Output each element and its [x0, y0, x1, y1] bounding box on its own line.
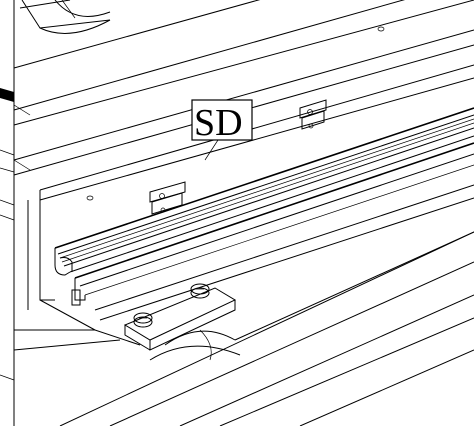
carriage-left — [149, 181, 186, 215]
bolt-right-icon — [190, 283, 210, 299]
carriage-right — [299, 99, 327, 130]
mounting-holes — [86, 26, 385, 201]
left-frame — [0, 0, 31, 426]
bolt-left-icon — [133, 312, 153, 328]
rail-end-profile — [27, 190, 96, 331]
top-housing — [19, 0, 111, 34]
clamp-plate — [123, 287, 237, 351]
callout-leader — [204, 139, 219, 161]
linear-rail — [54, 107, 474, 321]
callout-label-text: SD — [194, 102, 243, 144]
callout-label: SD — [191, 99, 253, 144]
lower-plates — [13, 231, 474, 426]
